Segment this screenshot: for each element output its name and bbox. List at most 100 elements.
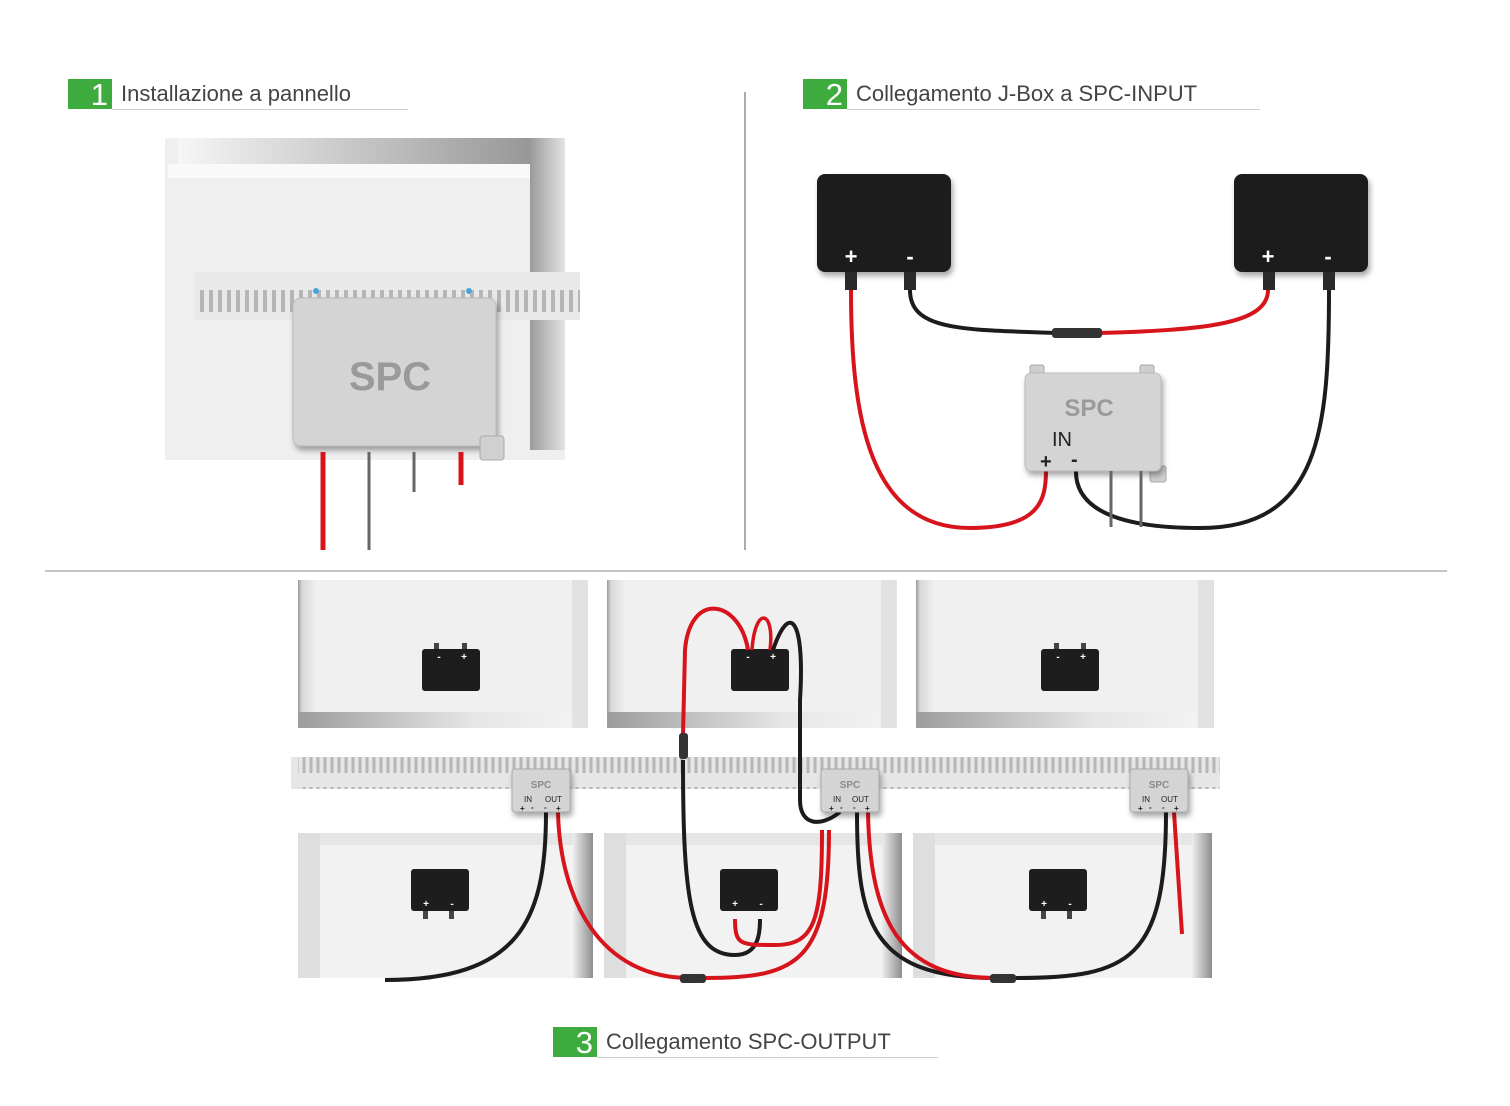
svg-text:+: +: [556, 804, 561, 813]
svg-text:-: -: [1162, 803, 1165, 812]
svg-text:-: -: [853, 803, 856, 812]
step-3-title: 3 Collegamento SPC-OUTPUT: [553, 1027, 891, 1059]
wire-black: [771, 620, 842, 824]
svg-text:-: -: [759, 899, 762, 910]
jbox-left: [817, 174, 951, 272]
wire-black: [855, 811, 996, 980]
jbox-top-3: - +: [1041, 643, 1099, 691]
svg-text:+: +: [461, 652, 467, 663]
wire-black: [681, 759, 762, 958]
svg-text:+: +: [1041, 899, 1047, 910]
jbox-right-plus: +: [1262, 244, 1275, 269]
jbox-right-minus: -: [1324, 244, 1331, 269]
mc4-connector: [990, 974, 1016, 983]
mc4-connector: [1052, 328, 1102, 338]
jbox-top-2: - +: [731, 649, 789, 691]
step-2-label: Collegamento J-Box a SPC-INPUT: [856, 81, 1198, 106]
spc-box-small-1: SPC IN OUT + - - +: [511, 768, 571, 813]
mount-screw: [313, 288, 319, 294]
svg-text:+: +: [770, 652, 776, 663]
svg-text:+: +: [865, 804, 870, 813]
step-1-title: 1 Installazione a pannello: [68, 79, 351, 111]
svg-text:IN: IN: [524, 795, 532, 804]
step-3-underline: [597, 1057, 938, 1058]
spc-box-medium: [1024, 372, 1162, 472]
step-3-label: Collegamento SPC-OUTPUT: [606, 1029, 891, 1054]
jbox-left-minus: -: [906, 244, 913, 269]
spc-box-small-2: SPC IN OUT + - - +: [820, 768, 880, 813]
mc4-connector: [679, 733, 688, 759]
panel-frame-top: [178, 138, 565, 164]
svg-text:-: -: [450, 899, 453, 910]
cable-gland: [1323, 272, 1335, 290]
svg-text:SPC: SPC: [531, 780, 552, 791]
svg-text:SPC: SPC: [840, 780, 861, 791]
svg-text:+: +: [520, 804, 525, 813]
wire-black: [908, 289, 1061, 335]
panel-bottom-2: [604, 833, 902, 978]
svg-text:OUT: OUT: [1161, 795, 1178, 804]
jbox-right: [1234, 174, 1368, 272]
jbox-bottom-3: + -: [1029, 869, 1087, 919]
wire-red: [1099, 289, 1270, 335]
wire-red: [556, 811, 691, 980]
mount-tab: [479, 435, 505, 461]
svg-text:+: +: [829, 804, 834, 813]
panel-top-2: [607, 580, 897, 728]
step-1-illustration: SPC: [165, 138, 580, 550]
wire-red: [681, 606, 750, 736]
wire-red: [1172, 811, 1184, 935]
svg-text:+: +: [732, 899, 738, 910]
svg-text:-: -: [746, 652, 749, 663]
spc-label-medium: SPC: [1064, 395, 1113, 422]
svg-text:-: -: [437, 652, 440, 663]
wire-red: [750, 616, 773, 651]
wire-black: [1073, 289, 1331, 531]
mount-screw: [466, 288, 472, 294]
svg-text:-: -: [531, 803, 534, 812]
cable-gland: [904, 272, 916, 290]
mc4-connector: [680, 974, 706, 983]
svg-text:-: -: [1149, 803, 1152, 812]
jbox-bottom-1: + -: [411, 869, 469, 919]
svg-text:+: +: [1080, 652, 1086, 663]
spc-box-large: [292, 297, 497, 447]
step-2-title: 2 Collegamento J-Box a SPC-INPUT: [803, 79, 1198, 111]
svg-text:-: -: [840, 803, 843, 812]
step-1-underline: [112, 109, 408, 110]
spc-label-large: SPC: [349, 355, 431, 399]
step-3-number: 3: [553, 1027, 597, 1059]
step-2-underline: [847, 109, 1260, 110]
jbox-left-plus: +: [845, 244, 858, 269]
step-1-label: Installazione a pannello: [121, 81, 351, 106]
spc-in-minus: -: [1071, 449, 1078, 471]
spc-in-label: IN: [1052, 429, 1072, 451]
svg-text:+: +: [423, 899, 429, 910]
wire-red: [866, 811, 996, 980]
spc-in-plus: +: [1040, 451, 1052, 473]
svg-text:OUT: OUT: [545, 795, 562, 804]
svg-text:IN: IN: [1142, 795, 1150, 804]
wire-red: [849, 289, 1048, 531]
svg-text:+: +: [1174, 804, 1179, 813]
svg-text:SPC: SPC: [1149, 780, 1170, 791]
panel-top-1: [298, 580, 588, 728]
wire-red: [705, 829, 831, 980]
jbox-bottom-2: + -: [720, 869, 778, 911]
wire-black: [1015, 811, 1168, 980]
jbox-top-1: - +: [422, 643, 480, 691]
step-1-number: 1: [68, 79, 112, 111]
wire-red: [733, 829, 824, 948]
svg-text:OUT: OUT: [852, 795, 869, 804]
step-2-illustration: + - + - SPC IN + -: [817, 174, 1368, 531]
rail-slots-long: [298, 757, 1220, 789]
step-2-number: 2: [803, 79, 847, 111]
svg-text:-: -: [1068, 899, 1071, 910]
wire-black: [384, 811, 548, 982]
cable-gland: [1263, 272, 1275, 290]
cable-gland: [845, 272, 857, 290]
svg-text:-: -: [544, 803, 547, 812]
spc-box-small-3: SPC IN OUT + - - +: [1129, 768, 1189, 813]
svg-text:IN: IN: [833, 795, 841, 804]
